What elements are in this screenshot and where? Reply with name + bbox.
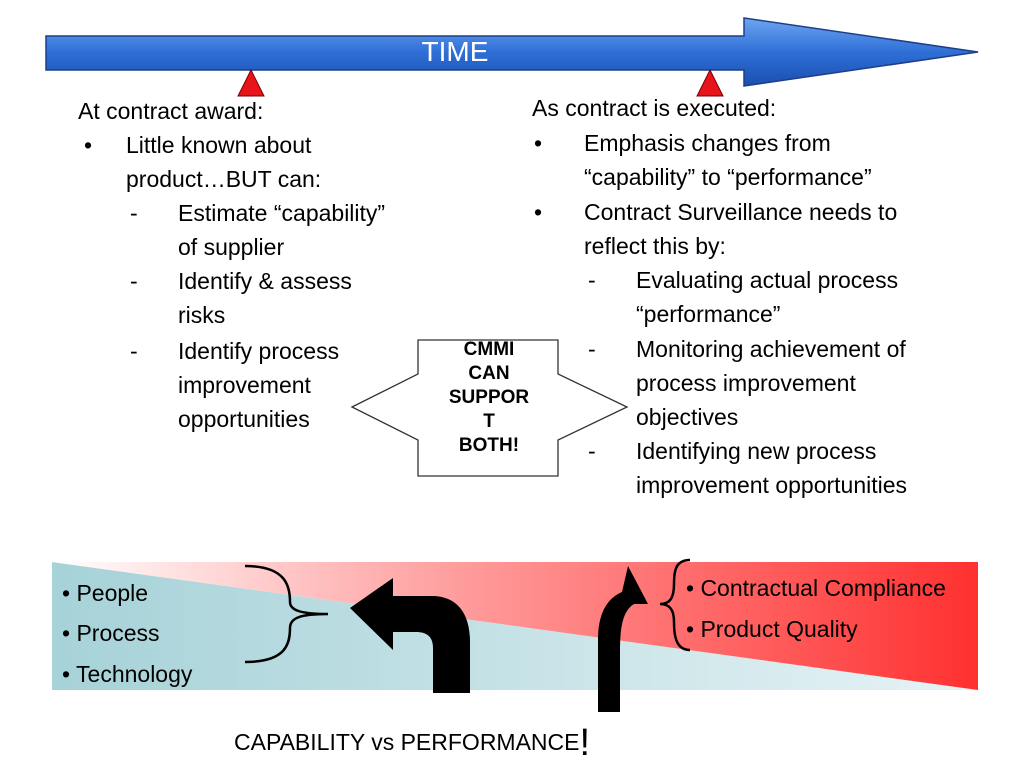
contract-executed-marker bbox=[696, 68, 724, 97]
right-sub2-dash: - bbox=[588, 336, 596, 362]
right-sub1-dash: - bbox=[588, 267, 596, 293]
right-bullet1-line2: “capability” to “performance” bbox=[584, 164, 872, 190]
right-bullet1-marker: • bbox=[534, 130, 543, 156]
up-arrow bbox=[598, 566, 648, 712]
right-sub3-dash: - bbox=[588, 438, 596, 464]
right-bullet2-line1: Contract Surveillance needs to bbox=[584, 199, 898, 225]
cmmi-label: CMMI CAN SUPPOR T BOTH! bbox=[420, 338, 558, 458]
left-sub3-line1: Identify process bbox=[178, 338, 340, 364]
bottom-title-text: CAPABILITY vs PERFORMANCE bbox=[234, 729, 580, 755]
left-bullet1-line2: product…BUT can: bbox=[126, 166, 322, 192]
left-sub1-line2: of supplier bbox=[178, 234, 285, 260]
left-sub1-dash: - bbox=[130, 200, 138, 226]
right-heading: As contract is executed: bbox=[532, 95, 777, 121]
cmmi-line: T bbox=[483, 411, 495, 432]
performance-band bbox=[52, 562, 978, 690]
capability-item-process: • Process bbox=[62, 620, 160, 646]
right-bullet2-line2: reflect this by: bbox=[584, 233, 726, 259]
bottom-title-exclaim: ! bbox=[579, 722, 591, 764]
bottom-title: CAPABILITY vs PERFORMANCE! bbox=[234, 717, 590, 764]
cmmi-line: CAN bbox=[468, 363, 510, 384]
right-sub2-line2: process improvement bbox=[636, 370, 856, 396]
right-bullet1-line1: Emphasis changes from bbox=[584, 130, 831, 156]
capability-item-people: • People bbox=[62, 580, 149, 606]
left-sub2-dash: - bbox=[130, 268, 138, 294]
cmmi-line: SUPPOR bbox=[448, 387, 530, 408]
right-sub3-line2: improvement opportunities bbox=[636, 472, 908, 498]
left-turn-arrow bbox=[350, 578, 470, 693]
cmmi-line: BOTH! bbox=[458, 435, 520, 456]
left-sub3-line3: opportunities bbox=[178, 406, 310, 432]
left-heading: At contract award: bbox=[78, 98, 264, 124]
right-sub2-line3: objectives bbox=[636, 404, 739, 430]
left-bullet-marker: • bbox=[84, 132, 93, 158]
right-sub1-line1: Evaluating actual process bbox=[636, 267, 899, 293]
right-bullet2-marker: • bbox=[534, 199, 543, 225]
performance-item-compliance: • Contractual Compliance bbox=[686, 575, 946, 601]
cmmi-line: CMMI bbox=[463, 339, 515, 360]
contract-award-marker bbox=[237, 68, 265, 97]
performance-item-quality: • Product Quality bbox=[686, 616, 858, 642]
performance-brace bbox=[659, 558, 691, 652]
left-sub2-line1: Identify & assess bbox=[178, 268, 352, 294]
time-label: TIME bbox=[421, 36, 489, 67]
right-sub2-line1: Monitoring achievement of bbox=[636, 336, 906, 362]
left-sub2-line2: risks bbox=[178, 302, 226, 328]
right-sub3-line1: Identifying new process bbox=[636, 438, 877, 464]
left-bullet1-line1: Little known about bbox=[126, 132, 312, 158]
left-sub1-line1: Estimate “capability” bbox=[178, 200, 386, 226]
double-arrow bbox=[350, 339, 629, 477]
capability-item-technology: • Technology bbox=[62, 661, 193, 687]
left-sub3-line2: improvement bbox=[178, 372, 311, 398]
left-sub3-dash: - bbox=[130, 338, 138, 364]
capability-brace bbox=[244, 564, 329, 664]
time-arrow bbox=[45, 17, 979, 87]
right-sub1-line2: “performance” bbox=[636, 301, 781, 327]
